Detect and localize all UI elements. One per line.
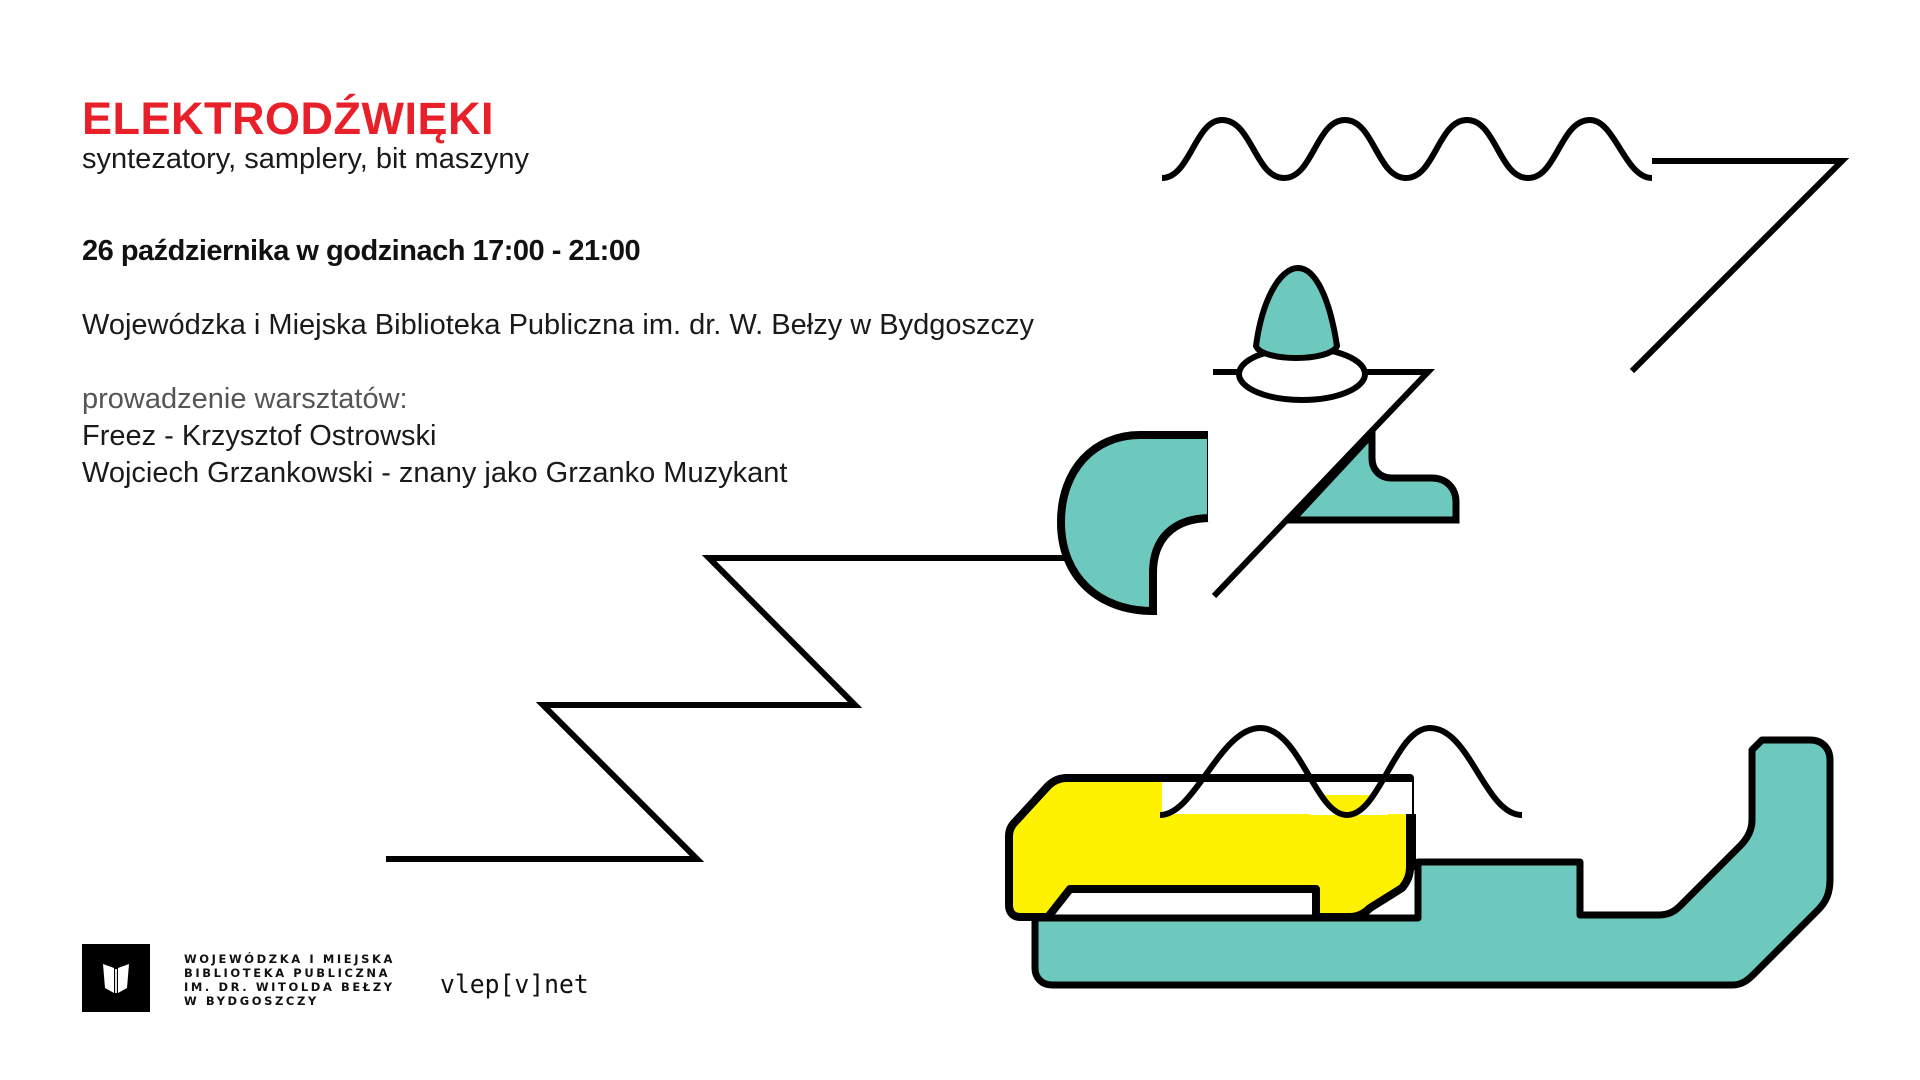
workshop-leader: Freez - Krzysztof Ostrowski (82, 420, 437, 452)
workshop-label: prowadzenie warsztatów: (82, 383, 408, 415)
top-zig-line (1629, 158, 1850, 374)
library-name: WOJEWÓDZKA I MIEJSKA BIBLIOTEKA PUBLICZN… (184, 952, 395, 1008)
quarter-ring-shape (1056, 431, 1215, 616)
event-date-time: 26 października w godzinach 17:00 - 21:0… (82, 235, 641, 267)
vlepvnet-logo: vlep[v]net (440, 970, 589, 1000)
library-name-line: BIBLIOTEKA PUBLICZNA (184, 966, 391, 980)
left-zigzag-line (386, 555, 1065, 862)
knob (1236, 264, 1368, 403)
workshop-leader: Wojciech Grzankowski - znany jako Grzank… (82, 457, 788, 489)
teal-base-shape (1031, 736, 1834, 989)
knob-base-shape (1283, 425, 1460, 524)
library-name-line: W BYDGOSZCZY (184, 994, 319, 1008)
library-name-line: IM. DR. WITOLDA BEŁZY (184, 980, 395, 994)
top-wave-line (1161, 116, 1653, 182)
bottom-wave-line (1159, 724, 1523, 819)
library-logo (82, 944, 150, 1012)
library-name-line: WOJEWÓDZKA I MIEJSKA (184, 952, 395, 966)
event-venue: Wojewódzka i Miejska Biblioteka Publiczn… (82, 309, 1034, 341)
event-title: ELEKTRODŹWIĘKI (82, 93, 494, 144)
event-subtitle: syntezatory, samplery, bit maszyny (82, 143, 529, 175)
open-book-icon (103, 964, 129, 993)
